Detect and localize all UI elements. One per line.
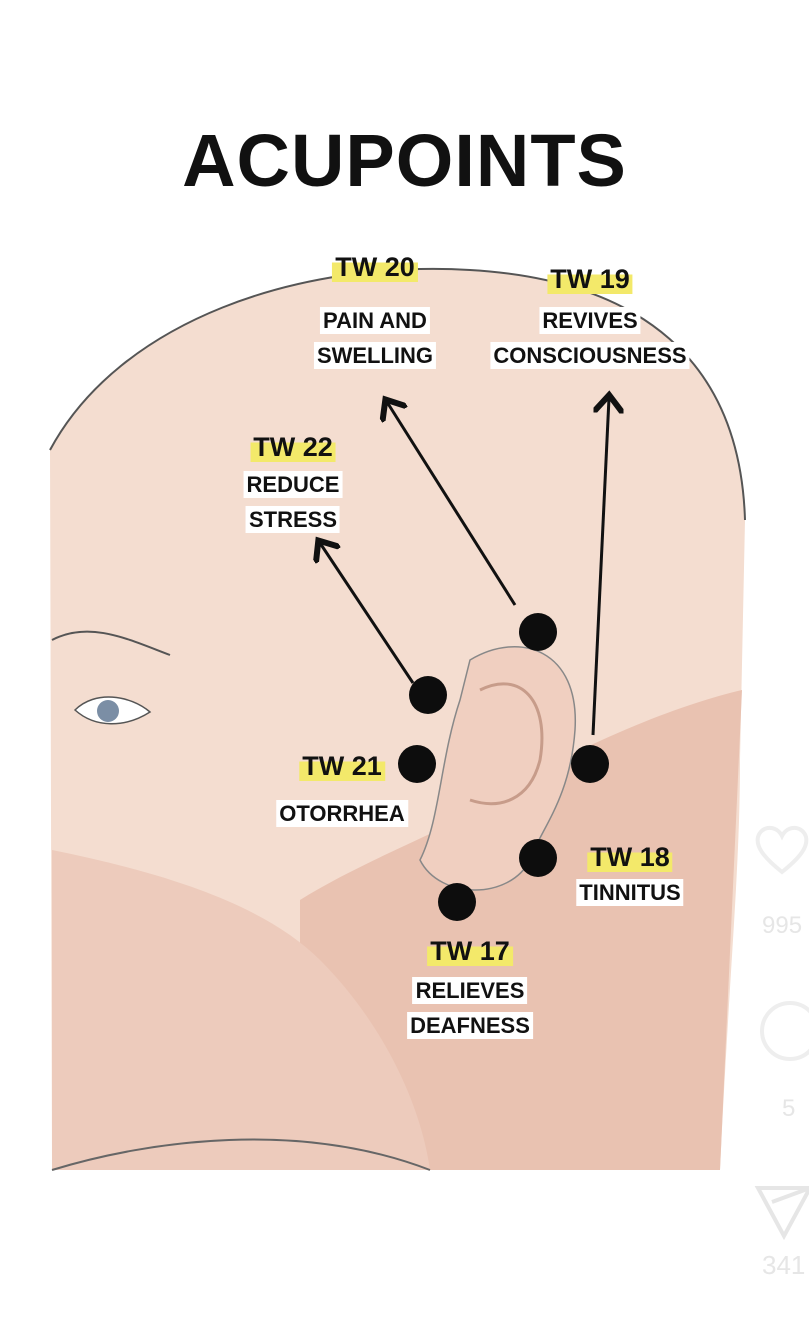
comment-button[interactable]: 5: [752, 995, 809, 1125]
point-tw22-dot: [409, 676, 447, 714]
point-desc: REDUCE: [243, 471, 343, 498]
point-tw19: TW 19 REVIVES CONSCIOUSNESS: [490, 264, 690, 373]
point-tw20: TW 20 PAIN AND SWELLING: [313, 252, 437, 373]
arrow-tw20: [387, 402, 517, 606]
point-code: TW 19: [547, 264, 633, 294]
heart-icon: [755, 825, 809, 875]
point-desc: CONSCIOUSNESS: [490, 342, 690, 369]
point-desc: PAIN AND: [320, 307, 430, 334]
point-code: TW 21: [299, 751, 385, 781]
comment-icon: [760, 1001, 809, 1061]
point-tw17-dot: [438, 883, 476, 921]
comment-count: 5: [782, 1095, 796, 1122]
point-tw20-dot: [519, 613, 557, 651]
point-code: TW 18: [587, 842, 673, 872]
page-title: ACUPOINTS: [182, 119, 627, 202]
share-count: 341: [762, 1250, 806, 1280]
point-tw18-dot: [519, 839, 557, 877]
like-button[interactable]: 995: [752, 820, 809, 950]
point-tw19-dot: [571, 745, 609, 783]
like-count: 995: [762, 912, 803, 939]
point-desc: STRESS: [245, 506, 341, 533]
point-code: TW 17: [427, 936, 513, 966]
point-desc: TINNITUS: [576, 879, 684, 906]
point-desc: REVIVES: [539, 307, 641, 334]
point-tw22: TW 22 REDUCE STRESS: [243, 432, 343, 537]
point-desc: OTORRHEA: [276, 800, 408, 827]
point-tw21: TW 21 OTORRHEA: [276, 751, 408, 831]
point-desc: SWELLING: [313, 342, 437, 369]
point-tw18: TW 18 TINNITUS: [576, 842, 684, 910]
point-code: TW 22: [250, 432, 336, 462]
point-tw17: TW 17 RELIEVES DEAFNESS: [407, 936, 533, 1043]
arrow-tw19: [591, 398, 609, 736]
point-desc: DEAFNESS: [407, 1012, 533, 1039]
send-icon: [754, 1186, 809, 1241]
point-code: TW 20: [332, 252, 418, 282]
point-desc: RELIEVES: [412, 977, 528, 1004]
arrow-tw22: [320, 543, 415, 684]
point-tw21-dot: [398, 745, 436, 783]
share-button[interactable]: 341: [752, 1180, 809, 1310]
